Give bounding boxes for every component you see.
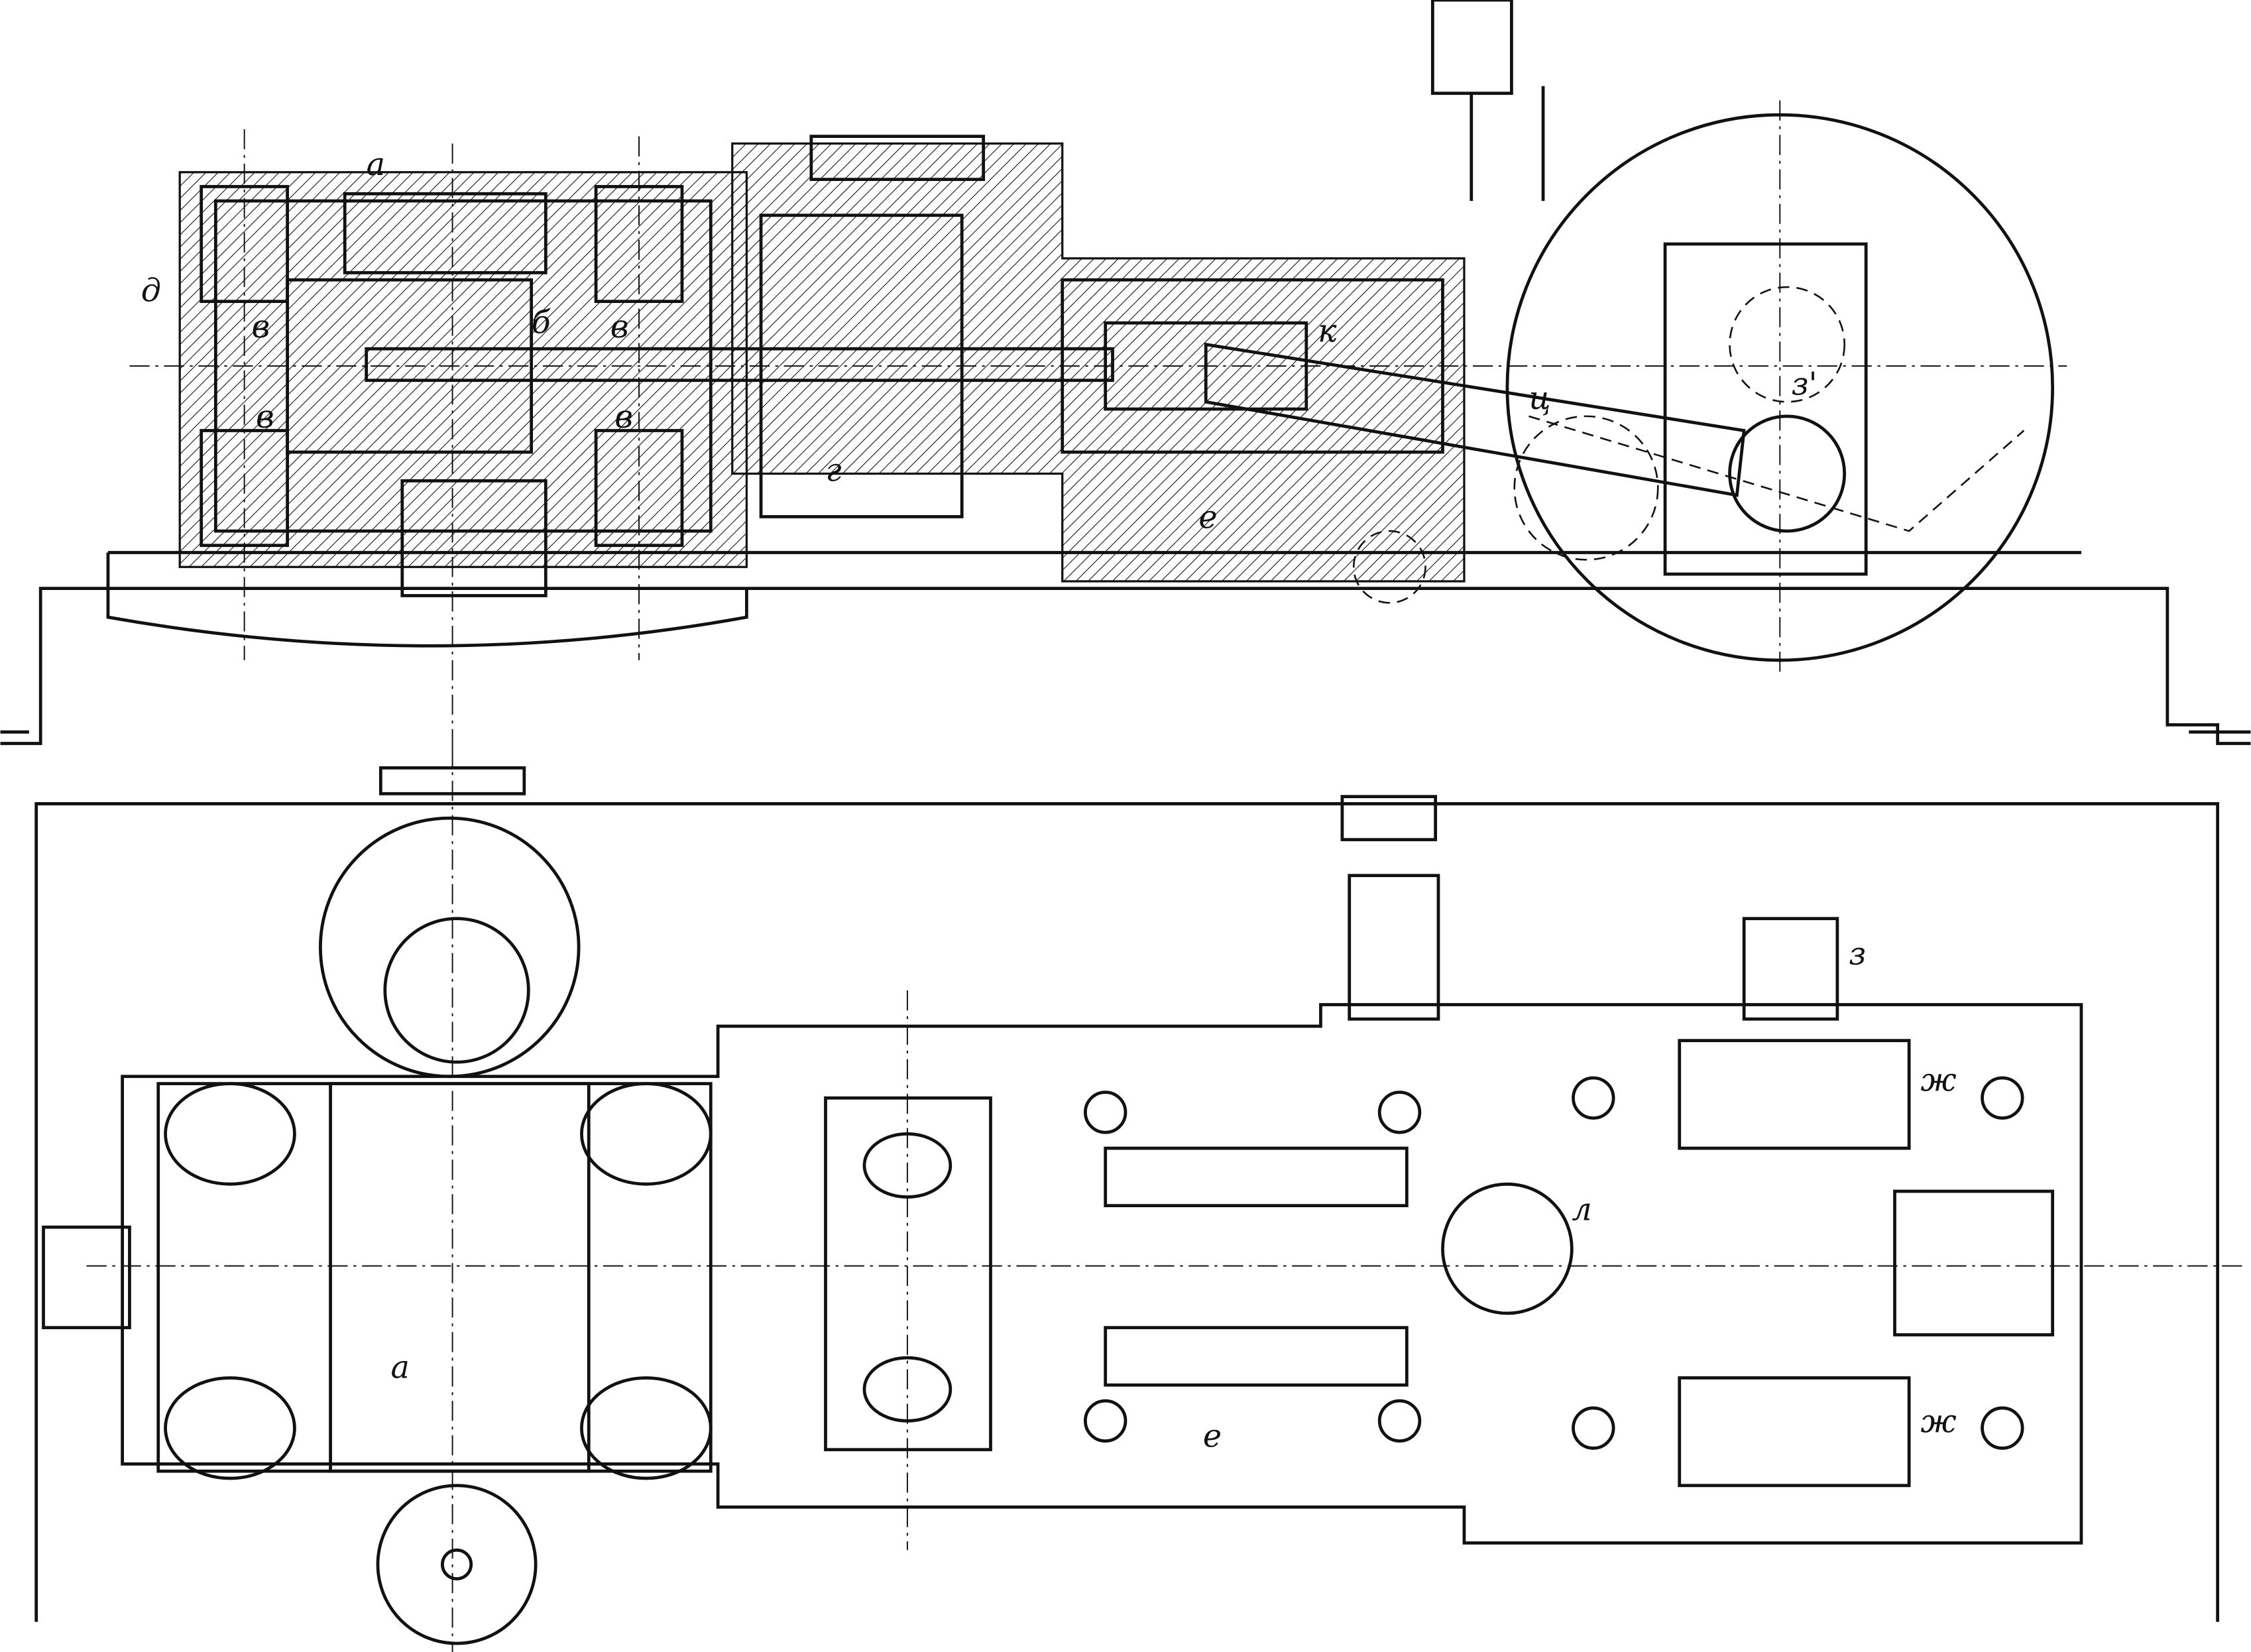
piston-rod [365, 347, 1114, 383]
label-b: б [532, 304, 551, 341]
label-zh: ж [1920, 1062, 1956, 1098]
elevation-view [0, 0, 2251, 746]
plan-view [34, 746, 2246, 1652]
label-l: л [1572, 1191, 1591, 1228]
label-g: г [825, 452, 841, 489]
handwheel [376, 1484, 538, 1645]
governor [1441, 1182, 1574, 1315]
crank-housing [1663, 242, 1868, 576]
valve-housing [319, 816, 581, 1079]
label-z-prime: з' [1792, 366, 1818, 402]
label-k: к [1318, 313, 1337, 349]
label-z: з [1849, 936, 1866, 973]
label-e: е [1203, 1418, 1222, 1454]
plan-labels: а е з ж ж л [390, 936, 1956, 1454]
label-ts: ц [1529, 381, 1550, 417]
label-v: в [251, 309, 270, 345]
connecting-rod [1204, 342, 1746, 497]
elevation-labels: а д в в б в в г к ц з' е [141, 147, 1818, 536]
cylinder-casing [178, 171, 748, 568]
crosshead-frame [731, 142, 1466, 583]
label-v: в [610, 309, 629, 345]
label-d: д [141, 273, 161, 310]
label-e: е [1198, 500, 1217, 536]
label-a: а [390, 1349, 409, 1386]
label-zh: ж [1920, 1404, 1956, 1441]
label-a: а [367, 147, 385, 183]
plan-border [34, 802, 2220, 1622]
crankshaft [1728, 414, 1847, 533]
bed-outline [121, 1003, 2083, 1545]
cylinder-plan [156, 1082, 713, 1473]
pressure-instrument [1430, 0, 1513, 95]
label-v: в [614, 399, 633, 436]
foundation [0, 587, 2251, 745]
label-v: в [256, 399, 274, 436]
